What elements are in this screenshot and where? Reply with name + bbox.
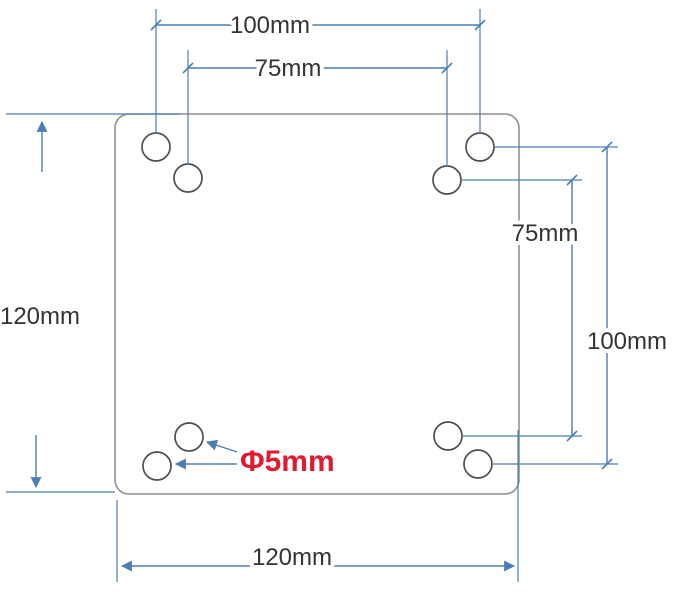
dimension-top-100mm: 100mm [150, 8, 486, 134]
dimension-label-left-120mm: 120mm [0, 303, 80, 330]
plate-outline [114, 113, 520, 495]
dimension-tick [601, 458, 613, 470]
dimension-tick [182, 62, 194, 74]
hole-top-left-outer [141, 132, 171, 162]
dimension-tick [601, 141, 613, 153]
dimension-right-100mm: 100mm [493, 141, 671, 470]
hole-diameter-callout: Φ5mm [174, 439, 338, 481]
callout-arrow-inner-hole [205, 439, 238, 453]
hole-top-right-inner [432, 165, 462, 195]
dimension-tick [150, 19, 162, 31]
dimension-label-bottom-120mm: 120mm [252, 544, 332, 571]
dimension-label-right-75mm: 75mm [512, 220, 579, 247]
dimension-label-top-100mm: 100mm [230, 12, 310, 39]
dimension-tick [474, 19, 486, 31]
dimension-bottom-120mm: 120mm [116, 430, 519, 582]
dimension-label-right-100mm: 100mm [587, 328, 667, 355]
dimension-tick [441, 62, 453, 74]
hole-bottom-right-outer [463, 449, 493, 479]
dimension-tick [566, 430, 578, 442]
dimension-top-75mm: 75mm [182, 50, 453, 167]
hole-top-right-outer [465, 132, 495, 162]
hole-bottom-right-inner [433, 421, 463, 451]
screw-holes [141, 132, 495, 481]
dimension-right-75mm: 75mm [462, 174, 582, 442]
hole-diameter-label: Φ5mm [240, 445, 335, 478]
hole-bottom-left-inner [174, 422, 204, 452]
hole-bottom-left-outer [142, 451, 172, 481]
dimension-label-top-75mm: 75mm [255, 55, 322, 82]
hole-top-left-inner [173, 163, 203, 193]
dimension-left-120mm: 120mm [0, 113, 180, 493]
dimension-tick [566, 174, 578, 186]
